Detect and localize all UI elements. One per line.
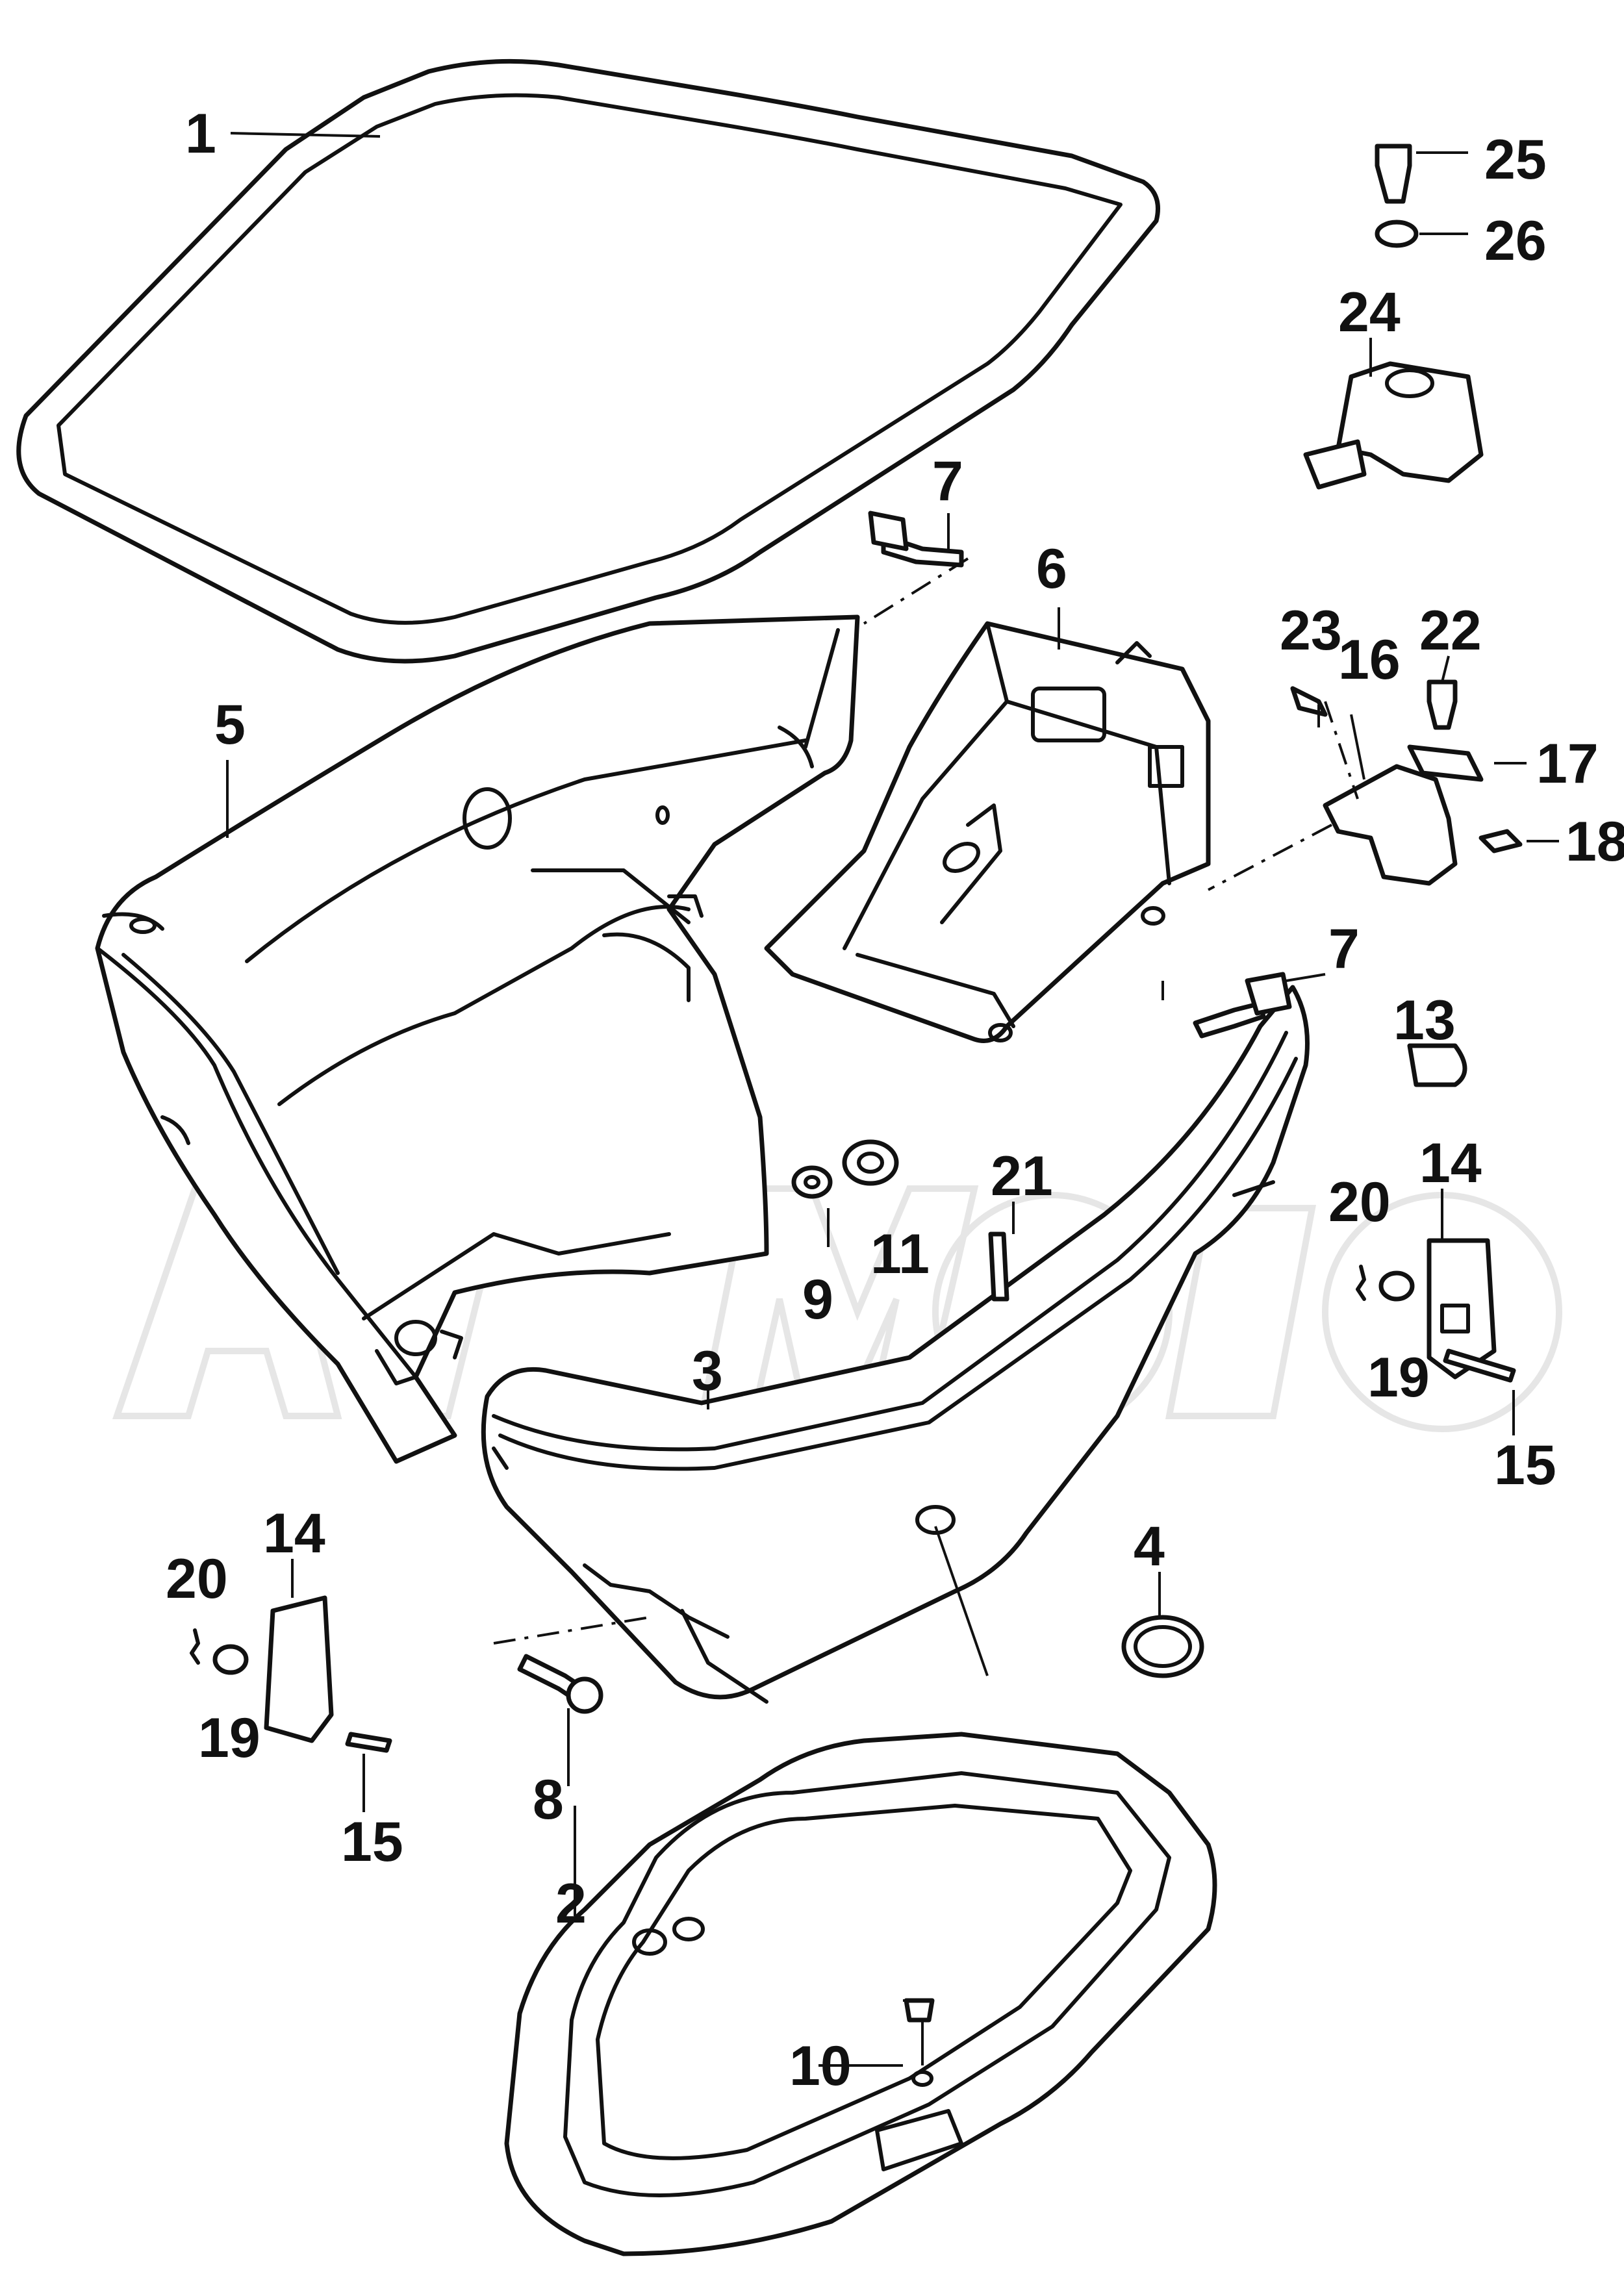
part-11-grommet bbox=[842, 1139, 899, 1186]
callout-1: 1 bbox=[185, 103, 216, 165]
callout-5: 5 bbox=[214, 694, 246, 756]
callout-22: 22 bbox=[1419, 600, 1482, 662]
callout-18: 18 bbox=[1566, 811, 1624, 873]
callout-7-lower: 7 bbox=[1328, 918, 1360, 980]
callout-26: 26 bbox=[1484, 210, 1547, 272]
part-22-bolt bbox=[1427, 679, 1458, 730]
part-20-spring-right bbox=[1356, 1265, 1366, 1301]
callout-10: 10 bbox=[789, 2035, 852, 2097]
part-1-upper-seal bbox=[16, 58, 1160, 664]
callout-20-left: 20 bbox=[166, 1548, 228, 1610]
part-7-bolt-upper bbox=[868, 511, 964, 568]
part-15-pin-right bbox=[1443, 1348, 1516, 1383]
part-9-washer bbox=[791, 1165, 833, 1199]
callout-19-right: 19 bbox=[1367, 1346, 1430, 1409]
part-8-screw bbox=[517, 1654, 603, 1714]
part-21-strip bbox=[988, 1231, 1009, 1302]
part-17-plate bbox=[1407, 744, 1484, 782]
part-19-washer-right bbox=[1378, 1270, 1415, 1302]
callout-11: 11 bbox=[870, 1223, 930, 1285]
part-23-screw bbox=[1290, 686, 1328, 717]
callout-15-left: 15 bbox=[341, 1811, 403, 1873]
callout-13: 13 bbox=[1393, 989, 1456, 1052]
callout-17: 17 bbox=[1536, 733, 1599, 795]
callout-14-left: 14 bbox=[263, 1502, 325, 1565]
part-13-clip bbox=[1407, 1043, 1467, 1087]
callout-3: 3 bbox=[692, 1340, 723, 1402]
part-18-screw bbox=[1478, 829, 1523, 853]
callout-6: 6 bbox=[1036, 538, 1067, 600]
callout-15-right: 15 bbox=[1494, 1434, 1556, 1496]
part-15-pin-left bbox=[345, 1732, 392, 1753]
callout-25: 25 bbox=[1484, 129, 1547, 191]
callout-4: 4 bbox=[1134, 1515, 1165, 1578]
part-4-plug bbox=[1121, 1615, 1204, 1678]
part-20-spring-left bbox=[190, 1628, 200, 1665]
callout-9: 9 bbox=[802, 1269, 833, 1331]
part-19-washer-left bbox=[212, 1644, 249, 1675]
callout-7-upper: 7 bbox=[932, 450, 963, 512]
part-2-lower-seal bbox=[504, 1732, 1217, 2256]
callout-16: 16 bbox=[1338, 629, 1401, 691]
part-14-latch-left bbox=[264, 1595, 334, 1743]
callout-2: 2 bbox=[555, 1873, 587, 1935]
callout-23: 23 bbox=[1280, 600, 1342, 662]
callout-8: 8 bbox=[533, 1769, 564, 1831]
callout-21: 21 bbox=[991, 1145, 1053, 1207]
part-3-lower-cover bbox=[481, 985, 1310, 1704]
part-10-pin bbox=[904, 1998, 935, 2023]
leader-lines bbox=[226, 132, 1559, 2067]
callout-24: 24 bbox=[1338, 281, 1401, 344]
callout-14-right: 14 bbox=[1419, 1132, 1482, 1194]
callout-labels: 1 2 3 4 5 6 7 7 8 9 10 11 13 14 14 15 15… bbox=[166, 103, 1624, 2097]
part-6-inner-panel bbox=[764, 621, 1211, 1043]
callout-19-left: 19 bbox=[198, 1707, 260, 1769]
part-5-cover-shell bbox=[95, 614, 860, 1464]
part-25-bolt bbox=[1375, 144, 1412, 204]
part-24-valve bbox=[1303, 361, 1484, 490]
callout-20-right: 20 bbox=[1328, 1171, 1391, 1233]
part-7-bolt-lower bbox=[1193, 972, 1292, 1039]
part-26-washer bbox=[1375, 220, 1419, 248]
part-16-hinge-bracket bbox=[1323, 764, 1458, 886]
